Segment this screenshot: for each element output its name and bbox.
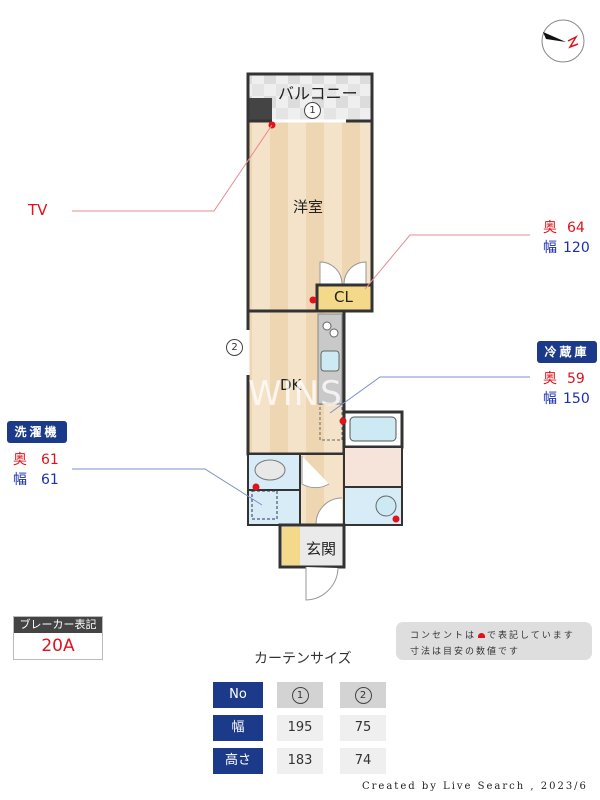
window-marker-1: 1 xyxy=(304,102,321,119)
col1-height: 183 xyxy=(277,748,323,774)
col1-no: 1 xyxy=(277,682,323,708)
notes-box: コンセントはで表記しています 寸法は目安の数値です xyxy=(396,622,592,660)
note-line1-end: で表記しています xyxy=(487,631,575,641)
entrance-label: 玄関 xyxy=(306,540,337,558)
dk-label: DK xyxy=(280,376,302,394)
width-label: 幅 xyxy=(543,240,557,256)
depth-value: 61 xyxy=(41,452,59,468)
credit-text: Created by Live Search , 2023/6 xyxy=(362,781,588,792)
washer-dimensions: 奥 61 幅 61 xyxy=(13,450,59,490)
floor-plan: バルコニー 1 洋室 CL 2 DK WINS 玄関 xyxy=(72,72,530,601)
width-value: 150 xyxy=(563,391,590,407)
compass-icon xyxy=(541,19,585,63)
watermark: WINS xyxy=(248,374,343,414)
outlet-marker-icon xyxy=(478,633,486,638)
header-height: 高さ xyxy=(213,748,263,774)
curtain-title: カーテンサイズ xyxy=(254,651,352,667)
header-no: No xyxy=(213,682,263,708)
balcony-label: バルコニー xyxy=(278,84,358,103)
window-marker-2: 2 xyxy=(226,339,243,356)
breaker-box: ブレーカー表記 20A xyxy=(13,616,103,660)
depth-value: 64 xyxy=(567,220,585,236)
closet-dimensions: 奥 64 幅 120 xyxy=(543,218,590,258)
western-room-label: 洋室 xyxy=(293,198,324,216)
refrigerator-dimensions: 奥 59 幅 150 xyxy=(543,369,590,409)
width-value: 61 xyxy=(41,472,59,488)
compass xyxy=(540,18,586,64)
col2-width: 75 xyxy=(340,715,386,741)
note-line2: 寸法は目安の数値です xyxy=(410,647,521,657)
header-width: 幅 xyxy=(213,715,263,741)
width-value: 120 xyxy=(563,240,590,256)
depth-label: 奥 xyxy=(543,220,557,236)
depth-label: 奥 xyxy=(13,452,27,468)
washer-badge: 洗濯機 xyxy=(7,421,67,443)
depth-label: 奥 xyxy=(543,371,557,387)
breaker-title: ブレーカー表記 xyxy=(14,617,102,633)
tv-label: TV xyxy=(28,201,48,219)
note-line1-start: コンセントは xyxy=(410,631,477,641)
width-label: 幅 xyxy=(543,391,557,407)
refrigerator-badge: 冷蔵庫 xyxy=(537,341,597,363)
depth-value: 59 xyxy=(567,371,585,387)
width-label: 幅 xyxy=(13,472,27,488)
closet-label: CL xyxy=(334,288,353,306)
col2-height: 74 xyxy=(340,748,386,774)
col1-width: 195 xyxy=(277,715,323,741)
breaker-value: 20A xyxy=(41,636,75,656)
col2-no: 2 xyxy=(340,682,386,708)
